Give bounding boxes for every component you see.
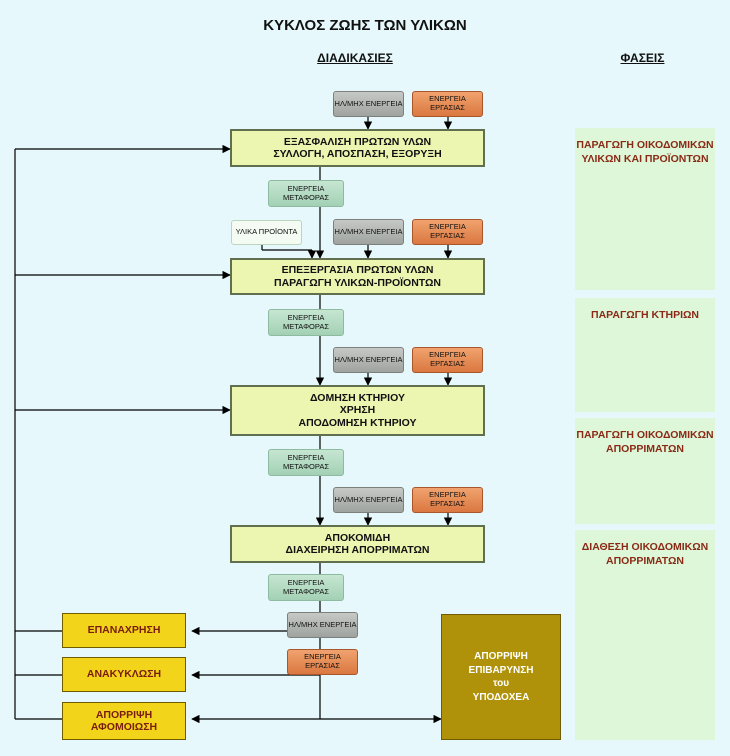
phases-header: ΦΑΣΕΙΣ (620, 51, 665, 65)
labor-energy-input: ΕΝΕΡΓΕΙΑ ΕΡΓΑΣΙΑΣ (412, 347, 483, 373)
material-products-input: ΥΛΙΚΑ ΠΡΟΪΟΝΤΑ (231, 220, 302, 245)
electric-energy-input: ΗΛ/ΜΗΧ ΕΝΕΡΓΕΙΑ (333, 219, 404, 245)
transport-energy-input: ΕΝΕΡΓΕΙΑ ΜΕΤΑΦΟΡΑΣ (268, 449, 344, 476)
phase-materials-production: ΠΑΡΑΓΩΓΗ ΟΙΚΟΔΟΜΙΚΩΝ ΥΛΙΚΩΝ ΚΑΙ ΠΡΟΪΟΝΤΩ… (575, 128, 715, 290)
diagram-title: ΚΥΚΛΟΣ ΖΩΗΣ ΤΩΝ ΥΛΙΚΩΝ (263, 17, 467, 34)
process-building: ΔΟΜΗΣΗ ΚΤΗΡΙΟΥ ΧΡΗΣΗ ΑΠΟΔΟΜΗΣΗ ΚΤΗΡΙΟΥ (230, 385, 485, 436)
recycle-box: ΑΝΑΚΥΚΛΩΣΗ (62, 657, 186, 692)
process-line: ΑΠΟΚΟΜΙΔΗ (324, 531, 391, 544)
process-line: ΣΥΛΛΟΓΗ, ΑΠΟΣΠΑΣΗ, ΕΞΟΡΥΞΗ (273, 148, 442, 160)
electric-energy-input: ΗΛ/ΜΗΧ ΕΝΕΡΓΕΙΑ (333, 347, 404, 373)
process-line: ΔΙΑΧΕΙΡΗΣΗ ΑΠΟΡΡΙΜΑΤΩΝ (285, 544, 430, 556)
labor-energy-input: ΕΝΕΡΓΕΙΑ ΕΡΓΑΣΙΑΣ (412, 487, 483, 513)
absorption-disposal-box: ΑΠΟΡΡΙΨΗ ΑΦΟΜΟΙΩΣΗ (62, 702, 186, 740)
receptor-disposal-box: ΑΠΟΡΡΙΨΗ ΕΠΙΒΑΡΥΝΣΗ του ΥΠΟΔΟΧΕΑ (441, 614, 561, 740)
process-line: ΕΠΕΞΕΡΓΑΣΙΑ ΠΡΩΤΩΝ ΥΛΩΝ (281, 264, 434, 277)
transport-energy-input: ΕΝΕΡΓΕΙΑ ΜΕΤΑΦΟΡΑΣ (268, 180, 344, 207)
reuse-box: ΕΠΑΝΑΧΡΗΣΗ (62, 613, 186, 648)
process-line: ΔΟΜΗΣΗ ΚΤΗΡΙΟΥ (310, 392, 405, 405)
transport-energy-input: ΕΝΕΡΓΕΙΑ ΜΕΤΑΦΟΡΑΣ (268, 309, 344, 336)
phase-waste-production: ΠΑΡΑΓΩΓΗ ΟΙΚΟΔΟΜΙΚΩΝ ΑΠΟΡΡΙΜΑΤΩΝ (575, 418, 715, 524)
electric-energy-input: ΗΛ/ΜΗΧ ΕΝΕΡΓΕΙΑ (333, 91, 404, 117)
process-line: ΕΞΑΣΦΑΛΙΣΗ ΠΡΩΤΩΝ ΥΛΩΝ (283, 135, 432, 148)
process-line: ΑΠΟΔΟΜΗΣΗ ΚΤΗΡΙΟΥ (298, 416, 417, 429)
labor-energy-input: ΕΝΕΡΓΕΙΑ ΕΡΓΑΣΙΑΣ (412, 219, 483, 245)
labor-energy-input: ΕΝΕΡΓΕΙΑ ΕΡΓΑΣΙΑΣ (287, 649, 358, 675)
process-material-production: ΕΠΕΞΕΡΓΑΣΙΑ ΠΡΩΤΩΝ ΥΛΩΝ ΠΑΡΑΓΩΓΗ ΥΛΙΚΩΝ-… (230, 258, 485, 295)
process-line: ΠΑΡΑΓΩΓΗ ΥΛΙΚΩΝ-ΠΡΟΪΟΝΤΩΝ (273, 276, 442, 289)
processes-header: ΔΙΑΔΙΚΑΣΙΕΣ (317, 51, 393, 65)
phase-building-production: ΠΑΡΑΓΩΓΗ ΚΤΗΡΙΩΝ (575, 298, 715, 412)
process-raw-materials: ΕΞΑΣΦΑΛΙΣΗ ΠΡΩΤΩΝ ΥΛΩΝ ΣΥΛΛΟΓΗ, ΑΠΟΣΠΑΣΗ… (230, 129, 485, 167)
transport-energy-input: ΕΝΕΡΓΕΙΑ ΜΕΤΑΦΟΡΑΣ (268, 574, 344, 601)
labor-energy-input: ΕΝΕΡΓΕΙΑ ΕΡΓΑΣΙΑΣ (412, 91, 483, 117)
electric-energy-input: ΗΛ/ΜΗΧ ΕΝΕΡΓΕΙΑ (333, 487, 404, 513)
process-waste-management: ΑΠΟΚΟΜΙΔΗ ΔΙΑΧΕΙΡΗΣΗ ΑΠΟΡΡΙΜΑΤΩΝ (230, 525, 485, 563)
process-line: ΧΡΗΣΗ (339, 404, 376, 417)
electric-energy-input: ΗΛ/ΜΗΧ ΕΝΕΡΓΕΙΑ (287, 612, 358, 638)
phase-waste-disposal: ΔΙΑΘΕΣΗ ΟΙΚΟΔΟΜΙΚΩΝ ΑΠΟΡΡΙΜΑΤΩΝ (575, 530, 715, 740)
